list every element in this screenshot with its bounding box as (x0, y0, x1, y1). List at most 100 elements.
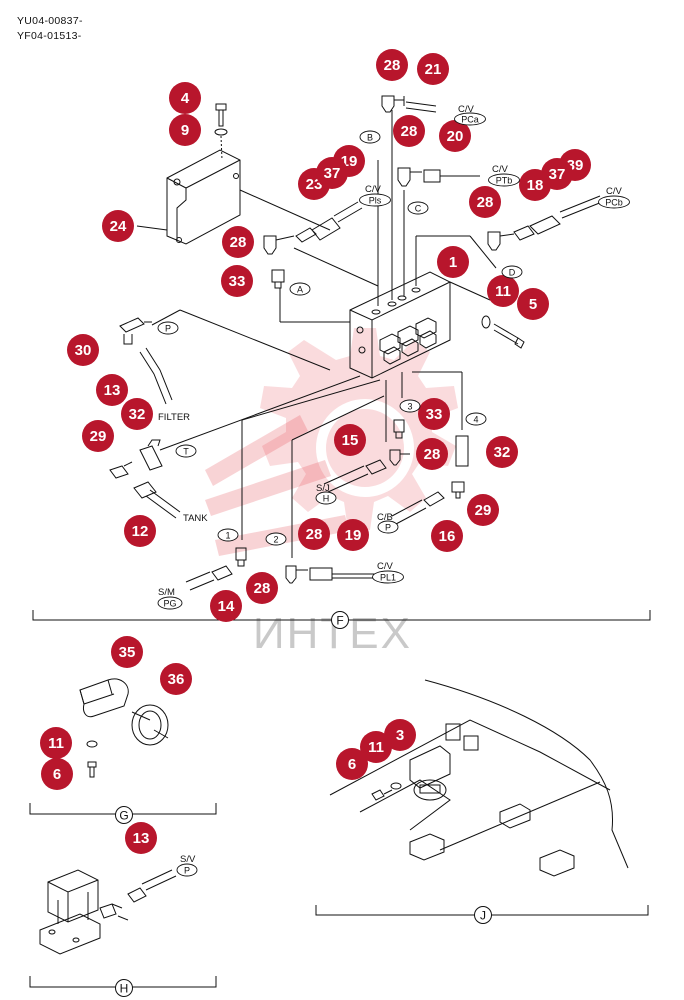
callout-number: 29 (90, 428, 107, 445)
view-h-solenoid-detail (29, 869, 217, 988)
port-label-P: P (176, 863, 198, 877)
callout-bubble (96, 374, 128, 406)
callout-number: 37 (324, 165, 341, 182)
part-callout-3: 3 (384, 719, 416, 751)
callout-number: 32 (129, 406, 146, 423)
port-label-P: P (157, 321, 179, 335)
callout-number: 13 (133, 830, 150, 847)
callout-number: 20 (447, 128, 464, 145)
port-label-H: H (315, 491, 337, 505)
callout-number: 33 (426, 406, 443, 423)
port-text: 3 (407, 402, 412, 412)
port-oval (157, 321, 179, 335)
port-oval (407, 201, 429, 215)
port-text: PG (163, 599, 176, 609)
part-callout-13: 13 (125, 822, 157, 854)
part-callout-28: 28 (416, 438, 448, 470)
port-text: T (183, 447, 189, 457)
model-code-line-2: YF04-01513- (17, 30, 82, 42)
port-text: B (367, 133, 373, 143)
callout-bubble (418, 398, 450, 430)
part-callout-13: 13 (96, 374, 128, 406)
callout-bubble (541, 158, 573, 190)
port-oval (265, 532, 287, 546)
model-code-line-1: YU04-00837- (17, 15, 83, 27)
port-label-T: T (175, 444, 197, 458)
view-letter: G (119, 809, 128, 823)
callout-number: 28 (254, 580, 271, 597)
part-callout-33: 33 (418, 398, 450, 430)
port-label-2: 2 (265, 532, 287, 546)
port-label-3: 3 (399, 399, 421, 413)
view-circle (115, 806, 133, 824)
view-marker-G: G (115, 806, 133, 824)
callout-bubble (246, 572, 278, 604)
port-text: PTb (496, 176, 513, 186)
view-circle (331, 611, 349, 629)
port-text: PCa (461, 115, 479, 125)
callout-number: 30 (75, 342, 92, 359)
port-label-PCa: PCa (454, 112, 486, 126)
callout-number: 16 (439, 528, 456, 545)
callout-bubble (102, 210, 134, 242)
port-label-A: A (289, 282, 311, 296)
callout-bubble (437, 246, 469, 278)
part-callout-19: 19 (337, 519, 369, 551)
port-oval (465, 412, 487, 426)
callout-number: 18 (527, 177, 544, 194)
part-callout-11: 11 (360, 731, 392, 763)
port-text: C (415, 204, 422, 214)
callout-bubble (469, 186, 501, 218)
part-callout-28: 28 (393, 115, 425, 147)
callout-number: 32 (494, 444, 511, 461)
callout-bubble (222, 226, 254, 258)
part-callout-29: 29 (82, 420, 114, 452)
view-j-tank-detail (315, 679, 649, 916)
port-oval (454, 112, 486, 126)
port-text: 1 (225, 531, 230, 541)
line-label: C/B (377, 512, 393, 523)
view-circle (474, 906, 492, 924)
part-callout-33: 33 (221, 265, 253, 297)
part-callout-29: 29 (467, 494, 499, 526)
callout-bubble (517, 288, 549, 320)
port-label-C: C (407, 201, 429, 215)
part-callout-36: 36 (160, 663, 192, 695)
part-callout-1: 1 (437, 246, 469, 278)
callout-number: 6 (53, 766, 61, 783)
callout-bubble (160, 663, 192, 695)
port-label-B: B (359, 130, 381, 144)
part-callout-5: 5 (517, 288, 549, 320)
line-label: S/M (158, 587, 175, 598)
part-callout-6: 6 (41, 758, 73, 790)
callout-number: 4 (181, 90, 190, 107)
port-oval (289, 282, 311, 296)
view-circle (115, 979, 133, 997)
line-label: TANK (183, 513, 208, 524)
port-oval (359, 193, 391, 207)
view-marker-H: H (115, 979, 133, 997)
line-label: C/V (492, 164, 509, 175)
part-callout-28: 28 (246, 572, 278, 604)
callout-number: 15 (342, 432, 359, 449)
line-label: C/V (606, 186, 623, 197)
callout-bubble (210, 590, 242, 622)
callout-bubble (125, 822, 157, 854)
callout-bubble (169, 114, 201, 146)
view-marker-J: J (474, 906, 492, 924)
port-text: PL1 (380, 573, 396, 583)
part-callout-11: 11 (487, 275, 519, 307)
port-oval (399, 399, 421, 413)
callout-bubble (298, 518, 330, 550)
port-label-4: 4 (465, 412, 487, 426)
callout-bubble (41, 758, 73, 790)
port-text: 2 (273, 535, 278, 545)
port-oval (359, 130, 381, 144)
part-callout-12: 12 (124, 515, 156, 547)
callout-bubble (416, 438, 448, 470)
part-callout-28: 28 (469, 186, 501, 218)
port-oval (372, 570, 404, 584)
part-callout-20: 20 (439, 120, 471, 152)
callout-bubble (487, 275, 519, 307)
callout-number: 12 (132, 523, 149, 540)
